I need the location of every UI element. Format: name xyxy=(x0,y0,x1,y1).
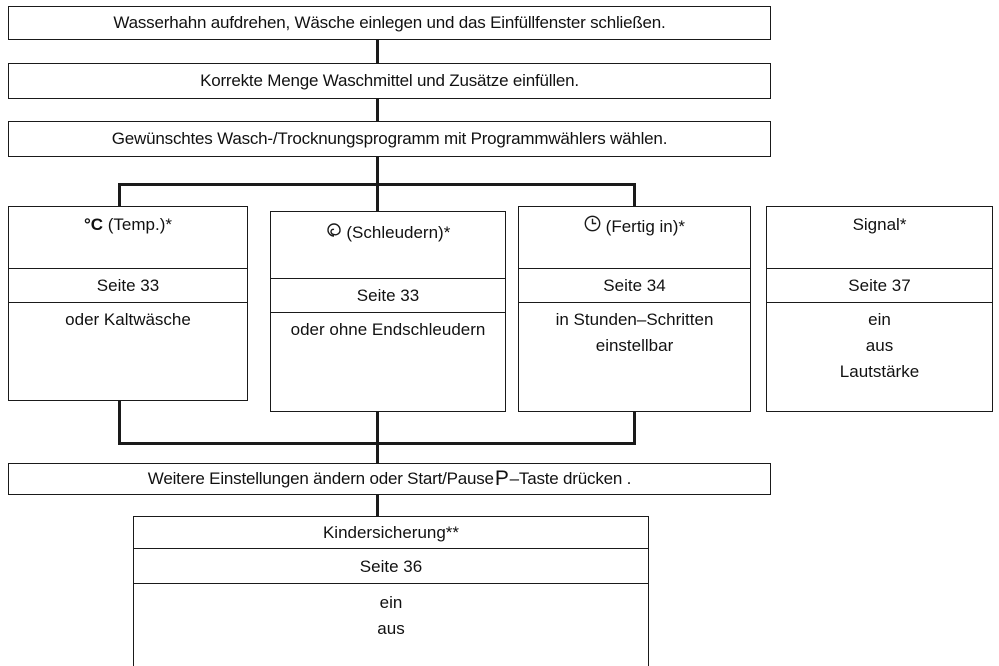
child-lock-values: ein aus xyxy=(134,584,648,642)
merge-rise-spin xyxy=(376,411,379,464)
step-2-text: Korrekte Menge Waschmittel und Zusätze e… xyxy=(200,71,579,90)
option-signal-value-3: Lautstärke xyxy=(839,362,920,381)
child-lock-title: Kindersicherung** xyxy=(134,517,648,549)
connector-4-childlock xyxy=(376,495,379,517)
option-finish-value-1: in Stunden–Schritten xyxy=(555,310,714,329)
option-finish-label: (Fertig in)* xyxy=(600,217,686,236)
option-signal-page: Seite 37 xyxy=(767,269,992,303)
branch-drop-temp xyxy=(118,183,121,207)
step-1-text: Wasserhahn aufdrehen, Wäsche einlegen un… xyxy=(113,13,666,32)
child-lock-page: Seite 36 xyxy=(134,549,648,584)
option-finish-box: (Fertig in)* Seite 34 in Stunden–Schritt… xyxy=(518,206,751,412)
option-finish-value-2: einstellbar xyxy=(595,336,674,355)
option-signal-value-2: aus xyxy=(865,336,894,355)
step-2-box: Korrekte Menge Waschmittel und Zusätze e… xyxy=(8,63,771,99)
merge-rise-finish xyxy=(633,411,636,444)
branch-drop-spin xyxy=(376,183,379,212)
option-signal-value-1: ein xyxy=(868,310,891,329)
option-signal-title: Signal* xyxy=(767,207,992,269)
option-finish-values: in Stunden–Schritten einstellbar xyxy=(519,303,750,359)
option-temp-value: oder Kaltwäsche xyxy=(65,310,191,329)
step-3-box: Gewünschtes Wasch-/Trocknungsprogramm mi… xyxy=(8,121,771,157)
step-4-text-after: –Taste drücken . xyxy=(509,469,632,488)
option-temp-box: °C (Temp.)* Seite 33 oder Kaltwäsche xyxy=(8,206,248,401)
connector-1-2 xyxy=(376,39,379,63)
option-signal-values: ein aus Lautstärke xyxy=(767,303,992,385)
step-3-text: Gewünschtes Wasch-/Trocknungsprogramm mi… xyxy=(111,129,668,148)
spin-icon xyxy=(326,222,342,243)
connector-3-branch xyxy=(376,156,379,184)
option-spin-box: (Schleudern)* Seite 33 oder ohne Endschl… xyxy=(270,211,506,412)
option-temp-label: (Temp.)* xyxy=(103,215,173,234)
child-lock-value-2: aus xyxy=(377,619,405,638)
step-4-text-before: Weitere Einstellungen ändern oder Start/… xyxy=(147,469,494,488)
merge-rise-temp xyxy=(118,400,121,444)
branch-drop-finish xyxy=(633,183,636,207)
merge-bottom-bar xyxy=(118,442,636,445)
option-finish-title: (Fertig in)* xyxy=(519,207,750,269)
clock-icon xyxy=(584,215,601,237)
option-spin-value: oder ohne Endschleudern xyxy=(290,320,486,339)
option-temp-values: oder Kaltwäsche xyxy=(9,303,247,333)
start-pause-symbol: P xyxy=(494,467,509,490)
option-spin-title: (Schleudern)* xyxy=(271,212,505,279)
option-temp-title: °C (Temp.)* xyxy=(9,207,247,269)
option-temp-page: Seite 33 xyxy=(9,269,247,303)
step-4-box: Weitere Einstellungen ändern oder Start/… xyxy=(8,463,771,495)
option-spin-values: oder ohne Endschleudern xyxy=(271,313,505,343)
option-finish-page: Seite 34 xyxy=(519,269,750,303)
option-spin-page: Seite 33 xyxy=(271,279,505,313)
step-1-box: Wasserhahn aufdrehen, Wäsche einlegen un… xyxy=(8,6,771,40)
child-lock-box: Kindersicherung** Seite 36 ein aus xyxy=(133,516,649,666)
option-signal-box: Signal* Seite 37 ein aus Lautstärke xyxy=(766,206,993,412)
child-lock-value-1: ein xyxy=(379,593,403,612)
celsius-symbol: °C xyxy=(83,215,104,234)
option-spin-label: (Schleudern)* xyxy=(341,223,451,242)
connector-2-3 xyxy=(376,99,379,121)
